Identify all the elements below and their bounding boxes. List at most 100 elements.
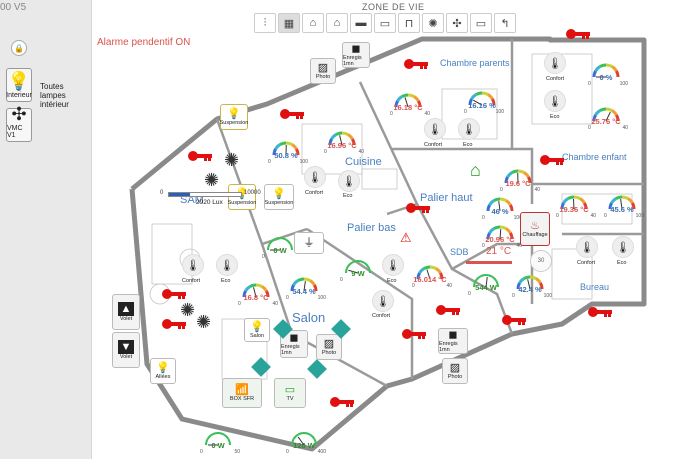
gauge-max: 100 xyxy=(543,293,552,299)
tv-button[interactable]: ▭ TV xyxy=(274,378,306,408)
fan-icon[interactable]: ✣ xyxy=(446,13,468,33)
record-button-top[interactable]: ◼ Enregis 1mn xyxy=(342,42,370,68)
eco-button-sam[interactable]: 🌡 xyxy=(216,254,238,276)
tv-icon[interactable]: ▭ xyxy=(470,13,492,33)
car-icon[interactable]: ▬ xyxy=(350,13,372,33)
home-icon[interactable]: ⌂ xyxy=(302,13,324,33)
bed-icon[interactable]: ▭ xyxy=(374,13,396,33)
sliders-icon[interactable]: ⫶ xyxy=(254,13,276,33)
key-icon[interactable] xyxy=(330,396,354,408)
key-icon[interactable] xyxy=(280,108,304,120)
gauge-min: 0 xyxy=(268,159,271,165)
photo-button-salon[interactable]: ▨ Photo xyxy=(316,334,342,360)
eco-button-enfant[interactable]: 🌡 xyxy=(612,236,634,258)
confort-button-sam[interactable]: 🌡 xyxy=(182,254,204,276)
room-palier-bas[interactable]: Palier bas xyxy=(347,222,396,234)
confort-button-enfant[interactable]: 🌡 xyxy=(576,236,598,258)
confort-button-salon[interactable]: 🌡 xyxy=(372,290,394,312)
sdb-setpoint[interactable]: 21 °C xyxy=(486,246,512,257)
box-sfr-button[interactable]: 📶 BOX SFR xyxy=(222,378,262,408)
key-icon[interactable] xyxy=(566,28,590,40)
room-sdb[interactable]: SDB xyxy=(450,247,469,257)
confort-button-cuisine[interactable]: 🌡 xyxy=(304,166,326,188)
sdb-setpoint-dial[interactable]: 30 xyxy=(530,250,552,272)
confort-button-palier[interactable]: 🌡 xyxy=(424,118,446,140)
gauge-segment xyxy=(594,65,601,72)
sdb-setpoint-bar[interactable] xyxy=(466,261,512,264)
vmc-button[interactable]: ✣ VMC V1 xyxy=(6,105,32,142)
key-icon[interactable] xyxy=(162,318,186,330)
volet-down-button[interactable]: ▼ Volet xyxy=(112,332,140,368)
volet-up-button[interactable]: ▲ Volet xyxy=(112,294,140,330)
eco-button-palier[interactable]: 🌡 xyxy=(458,118,480,140)
sofa-icon[interactable]: ⊓ xyxy=(398,13,420,33)
gauge-value: 16.18 °C xyxy=(393,103,423,112)
sam-light-label: Suspension xyxy=(227,200,257,206)
gauge-min: 0 xyxy=(412,283,415,289)
gauge-needle xyxy=(620,199,623,210)
key-icon[interactable] xyxy=(540,154,564,166)
gauge-segment xyxy=(491,98,496,106)
eco-button-cuisine[interactable]: 🌡 xyxy=(338,170,360,192)
allees-button[interactable]: 💡 Allées xyxy=(150,358,176,384)
key-icon[interactable] xyxy=(404,58,428,70)
alarm-icon[interactable]: ✺ xyxy=(422,13,444,33)
hallway-light-button[interactable]: 💡 Suspension xyxy=(220,104,248,130)
confort-button-parents[interactable]: 🌡 xyxy=(544,52,566,74)
photo-button-top[interactable]: ▨ Photo xyxy=(310,58,336,84)
eco-button-salon[interactable]: 🌡 xyxy=(382,254,404,276)
garage-icon[interactable]: ⌂ xyxy=(326,13,348,33)
gauge-segment xyxy=(313,284,318,292)
room-chambre-enfant[interactable]: Chambre enfant xyxy=(562,152,627,162)
pool-icon[interactable]: ↰ xyxy=(494,13,516,33)
key-icon[interactable] xyxy=(502,314,526,326)
room-salon[interactable]: Salon xyxy=(292,310,326,325)
chauffage-button[interactable]: ♨ Chauffage xyxy=(520,212,550,246)
interior-lights-button[interactable]: 💡 Interieur xyxy=(6,68,32,102)
photo-button-right[interactable]: ▨ Photo xyxy=(442,358,468,384)
floorplan-icon[interactable]: ▦ xyxy=(278,13,300,33)
room-chambre-parents[interactable]: Chambre parents xyxy=(440,58,510,68)
key-icon[interactable] xyxy=(188,150,212,162)
key-icon[interactable] xyxy=(436,304,460,316)
box-sfr-label: BOX SFR xyxy=(229,396,255,402)
salon-light-button[interactable]: 💡 Salon xyxy=(244,318,270,342)
room-bureau[interactable]: Bureau xyxy=(580,282,610,292)
room-cuisine[interactable]: Cuisine xyxy=(345,156,382,168)
room-palier-haut[interactable]: Palier haut xyxy=(420,192,473,204)
eco-button-parents[interactable]: 🌡 xyxy=(544,90,566,112)
gauge-min: 0 xyxy=(262,254,265,260)
lux-meter xyxy=(168,192,242,197)
key-icon[interactable] xyxy=(406,202,430,214)
key-icon[interactable] xyxy=(402,328,426,340)
gauge-segment xyxy=(351,260,359,264)
room-sam[interactable]: SAM xyxy=(180,194,204,206)
key-icon[interactable] xyxy=(162,288,186,300)
record-button-right[interactable]: ◼ Enregis 1mn xyxy=(438,328,468,354)
sam-light-button[interactable]: 💡 Suspension xyxy=(228,184,256,210)
ceiling-lamp-button[interactable]: ⏚ xyxy=(294,232,324,254)
key-icon[interactable] xyxy=(588,306,612,318)
lock-icon[interactable]: 🔒 xyxy=(11,40,27,56)
suspension-button[interactable]: 💡 Suspension xyxy=(264,184,294,210)
